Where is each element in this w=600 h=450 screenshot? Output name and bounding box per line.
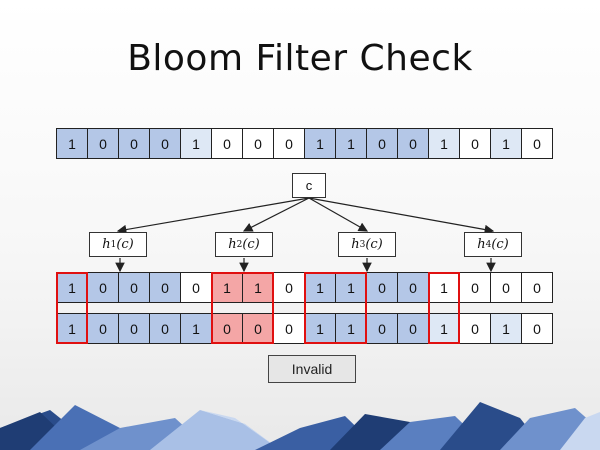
filter-bit-cell: 0 <box>397 128 429 159</box>
hash-arg: (c) <box>365 237 383 252</box>
hash-name: h <box>228 237 237 252</box>
element-to-hash-arrow <box>308 197 495 235</box>
hashed-bit-cell: 0 <box>180 272 212 303</box>
result-box: Invalid <box>268 355 356 383</box>
hashed-bit-cell: 1 <box>335 272 367 303</box>
bit-highlight-box <box>211 272 274 344</box>
mountain-shape <box>560 412 600 450</box>
filter-bit-cell: 0 <box>242 128 274 159</box>
filter-bit-cell: 0 <box>211 128 243 159</box>
compare-bit-cell: 0 <box>366 313 398 344</box>
filter-bit-cell: 1 <box>490 128 522 159</box>
filter-bit-cell: 0 <box>459 128 491 159</box>
filter-bit-cell: 1 <box>56 128 88 159</box>
hash-name: h <box>477 237 486 252</box>
bit-highlight-box <box>56 272 88 344</box>
filter-bit-cell: 1 <box>304 128 336 159</box>
filter-bit-cell: 0 <box>118 128 150 159</box>
compare-bit-cell: 0 <box>87 313 119 344</box>
element-to-hash-arrow <box>116 197 310 235</box>
hashed-bit-cell: 0 <box>459 272 491 303</box>
compare-bit-cell: 0 <box>521 313 553 344</box>
hashed-bit-cell: 0 <box>118 272 150 303</box>
hash-index: 4 <box>485 239 492 250</box>
compare-bit-cell: 0 <box>149 313 181 344</box>
hashed-bit-cell: 0 <box>521 272 553 303</box>
element-to-hash-arrow <box>308 197 369 232</box>
hashed-bit-cell: 0 <box>397 272 429 303</box>
element-to-hash-arrow <box>242 197 310 232</box>
hash-index: 3 <box>359 239 366 250</box>
hashed-bit-cell: 0 <box>490 272 522 303</box>
hashed-bit-cell: 0 <box>366 272 398 303</box>
filter-bit-cell: 0 <box>366 128 398 159</box>
hash-arg: (c) <box>491 237 509 252</box>
filter-bit-cell: 1 <box>335 128 367 159</box>
hash-name: h <box>351 237 360 252</box>
hashed-bit-cell: 0 <box>273 272 305 303</box>
compare-bit-cell: 1 <box>180 313 212 344</box>
bit-highlight-box <box>304 272 367 344</box>
mountain-decoration <box>0 402 600 450</box>
filter-bit-cell: 0 <box>149 128 181 159</box>
hash-arrows <box>115 197 496 273</box>
compare-bit-cell: 0 <box>118 313 150 344</box>
hash-name: h <box>102 237 111 252</box>
filter-bit-cell: 1 <box>180 128 212 159</box>
filter-bit-cell: 0 <box>87 128 119 159</box>
element-label: c <box>305 178 313 193</box>
bit-highlight-box <box>428 272 460 344</box>
hashed-bit-cell: 0 <box>149 272 181 303</box>
filter-bit-cell: 0 <box>273 128 305 159</box>
mountain-shape <box>150 410 280 450</box>
hash-arg: (c) <box>116 237 134 252</box>
hash-arg: (c) <box>242 237 260 252</box>
page-title: Bloom Filter Check <box>127 38 473 79</box>
compare-bit-cell: 1 <box>490 313 522 344</box>
filter-bit-cell: 1 <box>428 128 460 159</box>
mountain-shape <box>30 405 120 450</box>
hash-index: 2 <box>236 239 243 250</box>
compare-bit-cell: 0 <box>459 313 491 344</box>
hashed-bit-cell: 0 <box>87 272 119 303</box>
hashed-bit-cell: 1 <box>304 272 336 303</box>
hashed-bit-cell: 1 <box>242 272 274 303</box>
compare-bit-cell: 0 <box>397 313 429 344</box>
filter-bit-cell: 0 <box>521 128 553 159</box>
element-node: c <box>292 173 326 198</box>
compare-bit-cell: 0 <box>273 313 305 344</box>
hash-index: 1 <box>110 239 117 250</box>
